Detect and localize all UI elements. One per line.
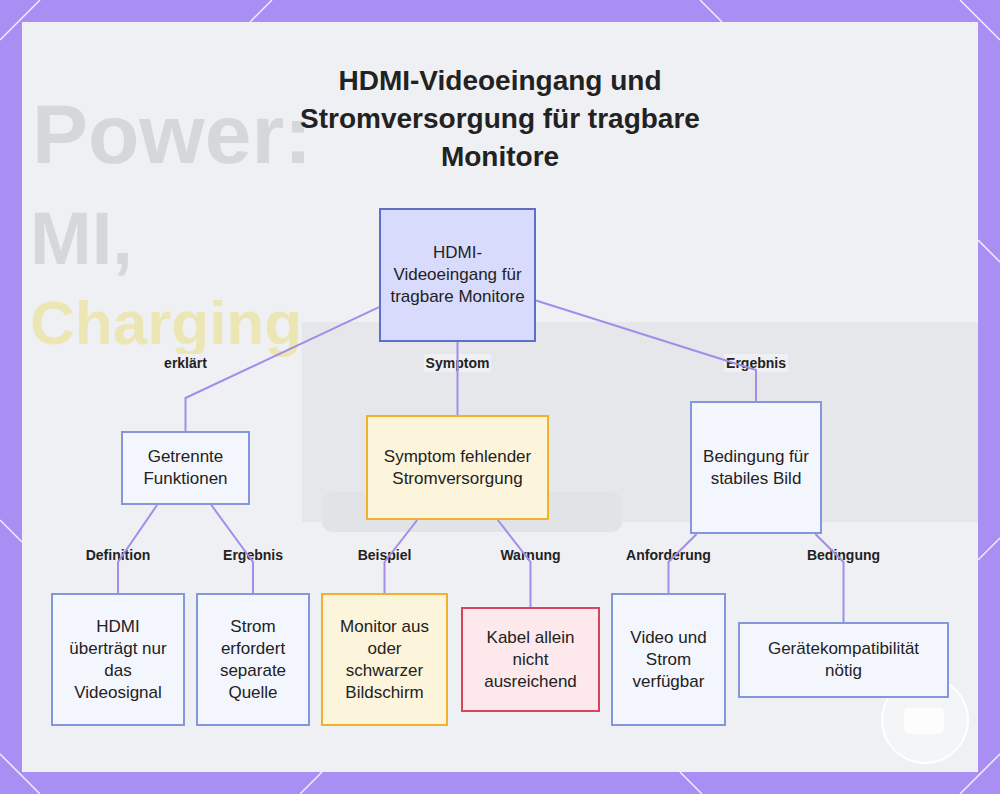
connector-line xyxy=(457,342,459,415)
concept-box: HDMI überträgt nur das Videosignal xyxy=(51,593,185,726)
root-concept-box: HDMI-Videoeingang für tragbare Monitore xyxy=(379,208,536,342)
connector-line xyxy=(211,505,253,593)
concept-box: Monitor aus oder schwarzer Bildschirm xyxy=(321,593,448,726)
node-text: Strom erfordert separate Quelle xyxy=(206,616,300,704)
connector-line xyxy=(498,520,531,607)
watermark-text: Charging xyxy=(30,292,302,354)
concept-box: Getrennte Funktionen xyxy=(121,431,250,505)
concept-box: Gerätekompatibilität nötig xyxy=(738,622,949,698)
edge-label: Beispiel xyxy=(356,546,414,564)
connector-line xyxy=(815,534,843,622)
concept-box: Video und Strom verfügbar xyxy=(611,593,726,726)
node-text: HDMI überträgt nur das Videosignal xyxy=(61,616,175,704)
diagram-title: HDMI-Videoeingang und Stromversorgung fü… xyxy=(250,62,750,176)
concept-box: Bedingung für stabiles Bild xyxy=(690,401,822,534)
node-text: Getrennte Funktionen xyxy=(131,446,240,490)
edge-label: Symptom xyxy=(424,354,492,372)
concept-box: Symptom fehlender Stromversorgung xyxy=(366,415,549,520)
node-text: Gerätekompatibilität nötig xyxy=(748,638,939,682)
watermark-text: MI, xyxy=(30,202,133,276)
node-text: Bedingung für stabiles Bild xyxy=(700,446,812,490)
edge-label: erklärt xyxy=(162,354,209,372)
edge-label: Bedingung xyxy=(805,546,882,564)
watermark-text: Power: xyxy=(32,92,312,176)
node-text: HDMI-Videoeingang für tragbare Monitore xyxy=(389,242,526,308)
concept-box: Strom erfordert separate Quelle xyxy=(196,593,310,726)
edge-label: Ergebnis xyxy=(724,354,788,372)
edge-label: Definition xyxy=(84,546,153,564)
connector-line xyxy=(669,534,697,593)
edge-label: Ergebnis xyxy=(221,546,285,564)
connector-line xyxy=(118,505,157,593)
concept-box: Kabel allein nicht ausreichend xyxy=(461,607,600,712)
node-text: Video und Strom verfügbar xyxy=(621,627,716,693)
node-text: Symptom fehlender Stromversorgung xyxy=(376,446,539,490)
connector-line xyxy=(186,307,380,431)
node-text: Monitor aus oder schwarzer Bildschirm xyxy=(331,616,438,704)
edge-label: Anforderung xyxy=(624,546,713,564)
connector-line xyxy=(385,520,418,593)
connector-line xyxy=(536,301,756,402)
edge-label: Warnung xyxy=(498,546,562,564)
node-text: Kabel allein nicht ausreichend xyxy=(471,627,590,693)
